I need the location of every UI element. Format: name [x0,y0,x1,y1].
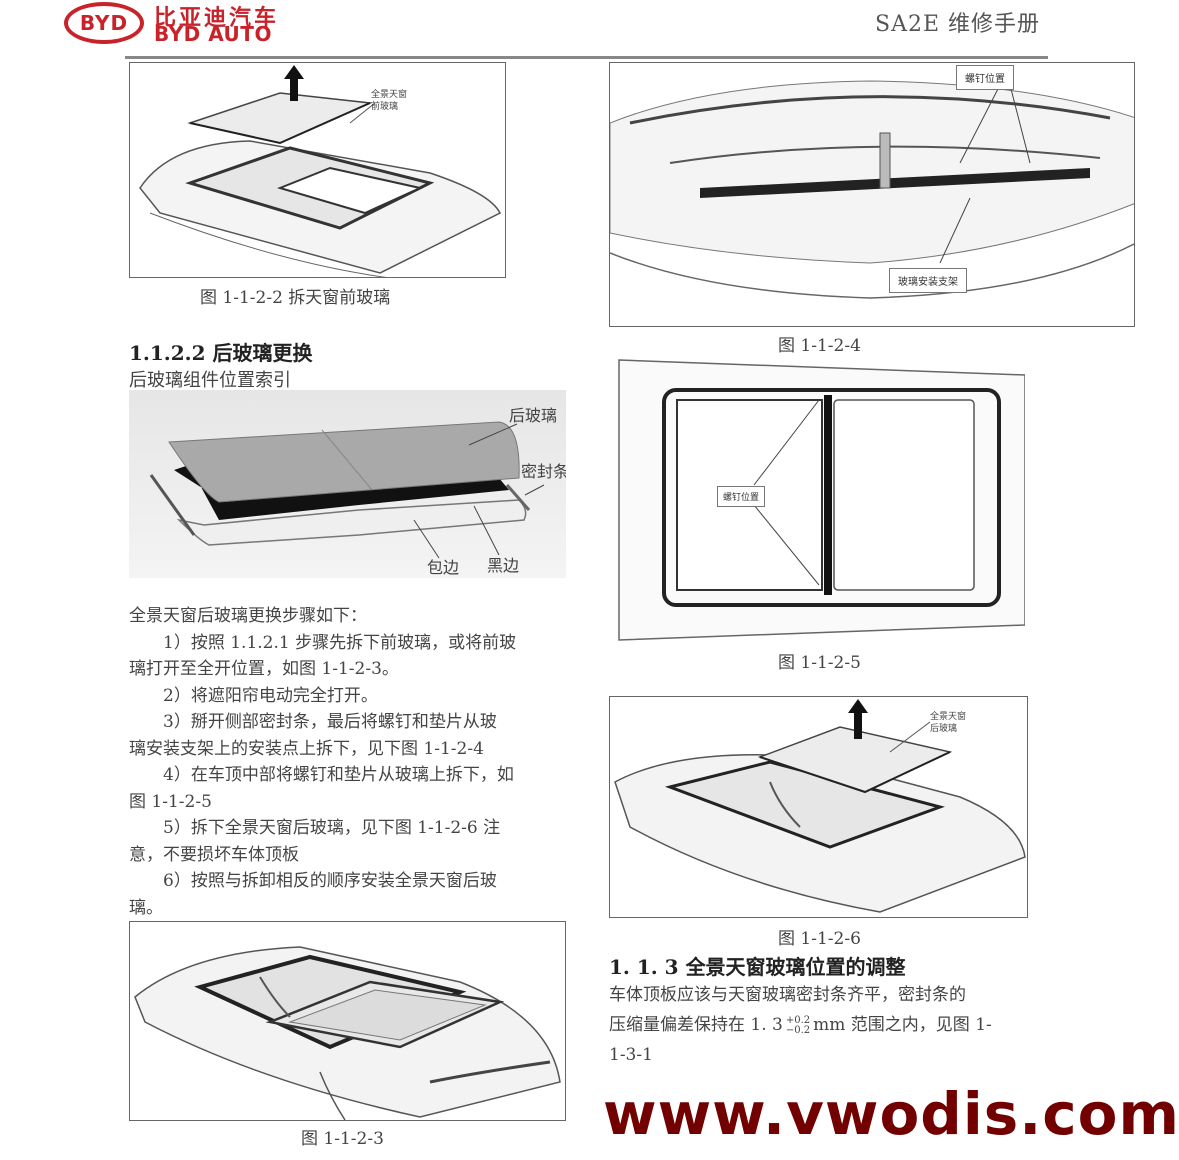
brand-name-cn: 比亚迪汽车 [154,6,280,31]
callout-screw-position: 螺钉位置 [956,65,1014,90]
callout-front-glass: 全景天窗 前玻璃 [371,90,408,112]
figure-caption: 图 1-1-2-4 [778,336,861,356]
replacement-steps: 全景天窗后玻璃更换步骤如下： 1）按照 1.1.2.1 步骤先拆下前玻璃，或将前… [129,603,574,921]
step-3-line-1: 3）掰开侧部密封条，最后将螺钉和垫片从玻 [163,712,497,732]
rear-glass-exploded-drawing [149,421,545,559]
callout-screw-position: 螺钉位置 [717,486,766,507]
tolerance: +0.2−0.2 [785,1014,811,1036]
watermark: www.vwodis.com [603,1080,1179,1148]
label-edge-wrap: 包边 [427,558,460,577]
step-6-line-1: 6）按照与拆卸相反的顺序安装全景天窗后玻 [163,871,497,891]
roof-bracket-drawing [610,80,1134,299]
step-1-line-2: 璃打开至全开位置，如图 1-1-2-3。 [129,659,399,679]
step-5-line-2: 意，不要损坏车体顶板 [129,844,299,865]
header-divider [125,56,1048,59]
step-4-line-2: 图 1-1-2-5 [129,791,212,812]
figure-caption: 图 1-1-2-6 [778,929,861,949]
manual-title: SA2E 维修手册 [875,12,1041,37]
figure-caption: 图 1-1-2-3 [301,1129,384,1149]
roof-rear-glass-drawing [614,699,1026,913]
figure-screw-positions-bracket: 螺钉位置 玻璃安装支架 [609,62,1135,327]
label-black-edge: 黑边 [487,556,520,575]
roof-glass-open-drawing [134,946,561,1120]
step-3-line-2: 璃安装支架上的安装点上拆下，见下图 1-1-2-4 [129,738,484,759]
body-line-3: 1-3-1 [609,1045,653,1065]
figure-caption: 图 1-1-2-2 拆天窗前玻璃 [200,288,391,308]
figure-front-glass-open [129,921,566,1121]
figure-remove-rear-glass: 全景天窗 后玻璃 [609,696,1028,918]
step-4-line-1: 4）在车顶中部将螺钉和垫片从玻璃上拆下，如 [163,765,514,785]
section-heading: 1.1.2.2 后玻璃更换 [129,341,313,365]
roof-topview-drawing [618,359,1025,641]
step-1-line-1: 1）按照 1.1.2.1 步骤先拆下前玻璃，或将前玻 [163,632,517,653]
section-heading: 1. 1. 3 全景天窗玻璃位置的调整 [609,955,906,979]
label-seal-strip: 密封条 [521,462,566,481]
callout-glass-bracket: 玻璃安装支架 [889,268,967,293]
body-line-1: 车体顶板应该与天窗玻璃密封条齐平，密封条的 [609,985,966,1005]
roof-front-glass-drawing [139,65,502,277]
label-rear-glass: 后玻璃 [509,406,558,425]
section-body: 车体顶板应该与天窗玻璃密封条齐平，密封条的 压缩量偏差保持在 1. 3+0.2−… [609,980,1049,1070]
figure-remove-front-glass: 全景天窗 前玻璃 [129,62,506,278]
figure-caption: 图 1-1-2-5 [778,653,861,673]
step-5-line-1: 5）拆下全景天窗后玻璃，见下图 1-1-2-6 注 [163,818,501,838]
figure-roof-center-screws: 螺钉位置 [609,355,1025,645]
step-6-line-2: 璃。 [129,897,163,918]
callout-rear-glass: 全景天窗 后玻璃 [930,712,967,734]
logo-text: BYD [79,11,129,35]
section-subheading: 后玻璃组件位置索引 [129,370,291,391]
steps-intro: 全景天窗后玻璃更换步骤如下： [129,606,367,626]
step-2-line-1: 2）将遮阳帘电动完全打开。 [163,685,378,706]
brand-name-en: BYD AUTO [154,22,272,46]
figure-rear-glass-components: 后玻璃 密封条 包边 黑边 [129,390,566,578]
byd-logo: BYD [64,2,144,44]
